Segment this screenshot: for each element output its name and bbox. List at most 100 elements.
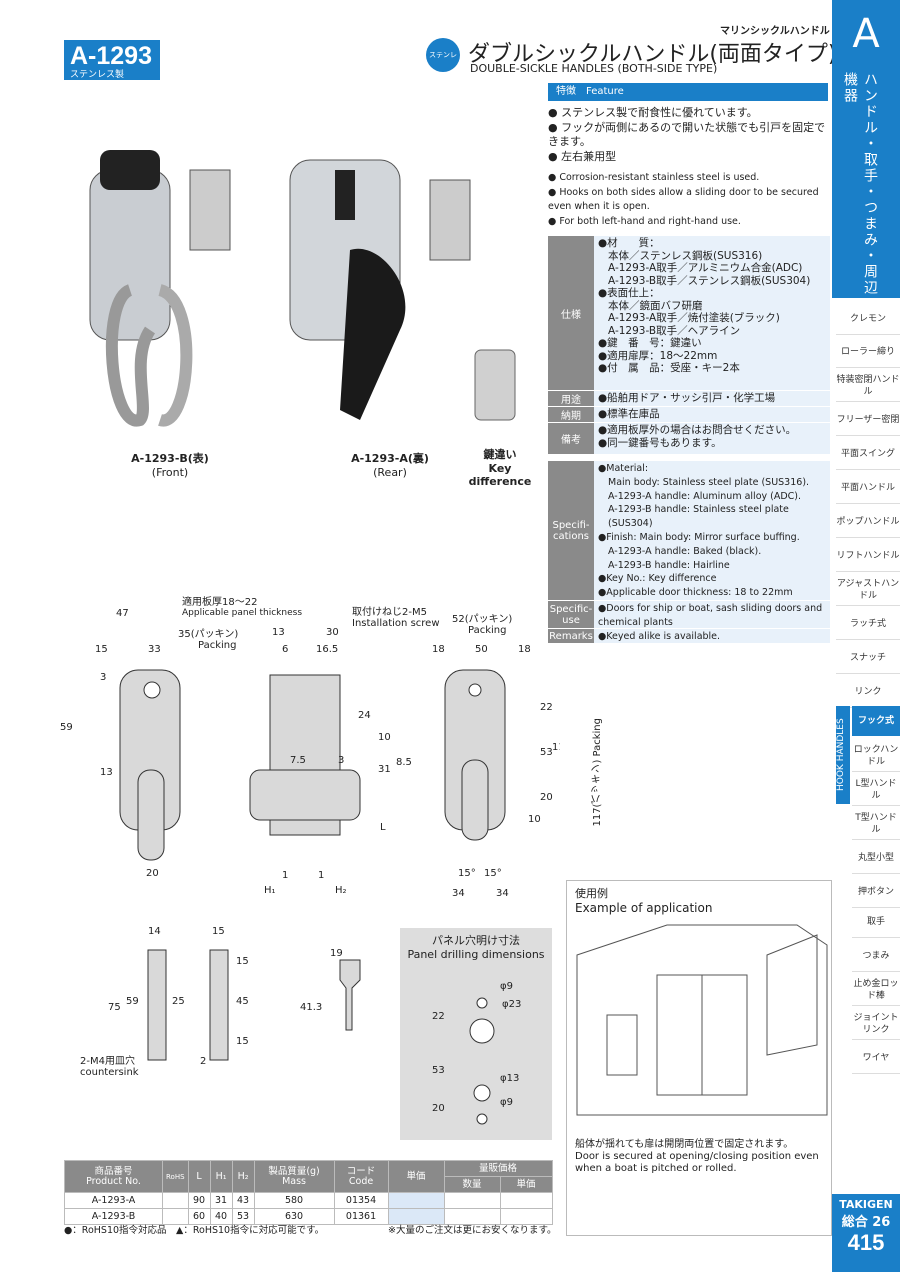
dim-59b: 59 <box>126 996 139 1007</box>
sidebar-item: ローラー締り <box>836 336 900 368</box>
product-photos <box>89 150 516 427</box>
sidebar-item: リンク <box>836 676 900 708</box>
spec-label: Remarks <box>548 629 594 644</box>
dim-22b: 22 <box>432 1011 445 1022</box>
sidebar-item: スナッチ <box>836 642 900 674</box>
dim-19: 19 <box>330 948 343 959</box>
dim-50: 50 <box>475 644 488 655</box>
spec-line: A-1293-B handle: Stainless steel plate (… <box>608 504 789 530</box>
feature-item: ● フックが両側にあるので開いた状態でも引戸を固定できます。 <box>548 120 826 149</box>
dim-53b: 53 <box>432 1065 445 1076</box>
spec-row-shiyou: 仕様 ●材 質：本体／ステンレス鋼板(SUS316)A-1293-A取手／アルミ… <box>548 236 830 391</box>
label-packing117: 117(パッキン) Packing <box>592 718 603 827</box>
dim-13: 13 <box>100 767 113 778</box>
spec-line: 本体／鏡面バフ研磨 <box>608 299 703 312</box>
footer-brand: TAKIGEN <box>839 1198 893 1211</box>
dim-20b: 20 <box>540 792 553 803</box>
sidebar-item: ポップハンドル <box>836 506 900 538</box>
photo-a1293-b <box>89 150 231 427</box>
spec-line: ●表面仕上： <box>598 287 660 299</box>
sidebar-item: フック式 <box>852 706 900 736</box>
spec-row-youto: 用途 ●船舶用ドア・サッシ引戸・化学工場 <box>548 391 830 407</box>
sidebar-item: つまみ <box>852 940 900 972</box>
spec-line: A-1293-A取手／アルミニウム合金(ADC) <box>608 262 803 274</box>
spec-value: ●Material:Main body: Stainless steel pla… <box>594 461 830 612</box>
th-H1: H₁ <box>209 1160 233 1193</box>
spec-line: ●Finish: Main body: Mirror surface buffi… <box>598 531 800 543</box>
stainless-badge: ステンレス <box>426 38 460 93</box>
product-code-badge: A-1293 ステンレス製 <box>64 40 160 80</box>
feature-item: ● 左右兼用型 <box>548 149 617 163</box>
dim-16.5: 16.5 <box>316 644 338 655</box>
dim-31: 31 <box>378 764 391 775</box>
table-note-right: ※大量のご注文は更にお安くなります。 <box>388 1225 557 1236</box>
sidebar-item: L型ハンドル <box>852 774 900 806</box>
sidebar-item: アジャストハンドル <box>836 574 900 606</box>
dim-10: 10 <box>378 732 391 743</box>
spec-line: ●付 属 品：受座・キー2本 <box>598 362 740 374</box>
technical-drawing: 47 33 15 59 3 13 20 13 30 6 16.5 24 7.5 … <box>60 608 560 899</box>
dim-10b: 10 <box>528 814 541 825</box>
dim-H1: H₁ <box>264 885 276 896</box>
spec-row-nouki: 納期 ●標準在庫品 <box>548 407 830 423</box>
dim-15deg: 15° <box>458 868 476 879</box>
th-rohs: RoHS <box>162 1160 189 1193</box>
feature-list-en: ● Corrosion-resistant stainless steel is… <box>548 171 830 229</box>
dim-7.5: 7.5 <box>290 755 306 766</box>
sidebar-item: フリーザー密閉 <box>836 404 900 436</box>
dim-15e: 15 <box>236 1036 249 1047</box>
sidebar-item: 特装密閉ハンドル <box>836 370 900 402</box>
dim-1b: 1 <box>318 870 324 881</box>
dim-14: 14 <box>148 926 161 937</box>
spec-row-use: Specific-use ●Doors for ship or boat, sa… <box>548 601 830 629</box>
spec-line: ●Key No.: Key difference <box>598 573 717 585</box>
dim-22: 22 <box>540 702 553 713</box>
spec-label: Specifi-cations <box>548 461 594 601</box>
spec-line: A-1293-B handle: Hairline <box>608 559 730 571</box>
sidebar-item: ラッチ式 <box>836 608 900 640</box>
sidebar-item: リフトハンドル <box>836 540 900 572</box>
spec-label: 用途 <box>548 391 594 407</box>
page-title-en: DOUBLE-SICKLE HANDLES (BOTH-SIDE TYPE) <box>470 62 718 75</box>
feature-header: 特徴 Feature <box>548 83 828 101</box>
page-number: 415 <box>847 1230 885 1255</box>
photo-a1293-a <box>289 159 516 421</box>
footer-sub: 総合 26 <box>841 1215 891 1230</box>
sidebar-item: 取手 <box>852 906 900 938</box>
dim-phi23: φ23 <box>502 999 521 1010</box>
sidebar-item: ワイヤ <box>852 1042 900 1074</box>
dim-L: L <box>380 822 386 833</box>
spec-line: ●Material: <box>598 463 649 474</box>
dim-15deg-b: 15° <box>484 868 502 879</box>
sidebar-item: ジョイントリンク <box>852 1008 900 1040</box>
application-box: 使用例 Example of application 船体が揺れても扉は開閉両位… <box>566 880 832 1236</box>
th-unit: 単価 <box>499 1176 553 1193</box>
feature-list-jp: ● ステンレス製で耐食性に優れています。 ● フックが両側にあるので開いた状態で… <box>548 106 830 164</box>
hook-handles-label: HOOK HANDLES <box>836 706 850 804</box>
sidebar-item: ロックハンドル <box>852 740 900 772</box>
spec-label: 仕様 <box>548 236 594 391</box>
app-note-en: Door is secured at opening/closing posit… <box>575 1151 819 1174</box>
panel-title: パネル穴明け寸法 <box>432 934 520 947</box>
dim-34b: 34 <box>496 888 509 899</box>
th-qty: 数量 <box>443 1176 501 1193</box>
section-letter: A <box>832 0 900 62</box>
spec-value: ●材 質：本体／ステンレス鋼板(SUS316)A-1293-A取手／アルミニウム… <box>594 236 830 391</box>
dim-18: 18 <box>432 644 445 655</box>
dim-59: 59 <box>60 722 73 733</box>
dim-13b: 13 <box>272 627 285 638</box>
app-note: 船体が揺れても扉は開閉両位置で固定されます。 <box>575 1139 794 1150</box>
spec-line: 本体／ステンレス鋼板(SUS316) <box>608 249 763 262</box>
spec-label: Specific-use <box>548 601 594 629</box>
page-footer: TAKIGEN 総合 26 415 <box>832 1194 900 1272</box>
dim-6: 6 <box>282 644 288 655</box>
product-material: ステンレス製 <box>70 70 125 80</box>
spec-line: A-1293-A取手／焼付塗装(ブラック) <box>608 312 780 324</box>
dim-phi9: φ9 <box>500 981 513 992</box>
spec-row-specifications: Specifi-cations ●Material:Main body: Sta… <box>548 461 830 612</box>
